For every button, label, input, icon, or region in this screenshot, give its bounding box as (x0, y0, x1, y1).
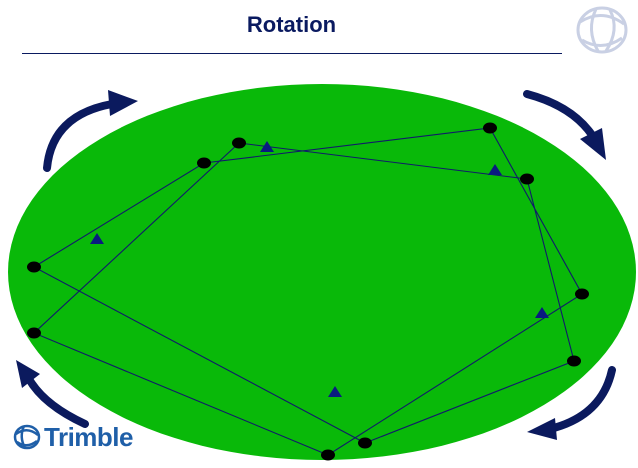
position-point (321, 449, 335, 461)
rotation-arrow-icon (25, 375, 89, 428)
position-point (232, 137, 246, 149)
trimble-logo: Trimble (12, 420, 133, 454)
arrow-head (16, 360, 40, 388)
rotation-arrow-icon (546, 366, 616, 433)
logo-text: Trimble (44, 421, 133, 452)
arrow-head (527, 418, 557, 440)
position-point (358, 437, 372, 449)
page-title: Rotation (246, 12, 337, 37)
triangle-marker (90, 233, 104, 244)
position-point (27, 261, 41, 273)
position-point (483, 122, 497, 134)
arrow-head (108, 90, 138, 116)
rotation-arrow-icon (523, 90, 596, 139)
globe-emblem-icon (576, 6, 628, 54)
triangle-marker (488, 164, 502, 175)
title-divider (22, 53, 562, 54)
field-ellipse (8, 84, 636, 460)
triangle-marker (260, 141, 274, 152)
arrow-head (580, 128, 606, 160)
position-point (197, 157, 211, 169)
triangle-marker (535, 307, 549, 318)
triangle-marker (328, 386, 342, 397)
position-point (575, 288, 589, 300)
position-point (520, 173, 534, 185)
position-point (567, 355, 581, 367)
trimble-globe-icon (13, 424, 41, 450)
position-point (27, 327, 41, 339)
rotation-arrow-icon (43, 100, 116, 172)
